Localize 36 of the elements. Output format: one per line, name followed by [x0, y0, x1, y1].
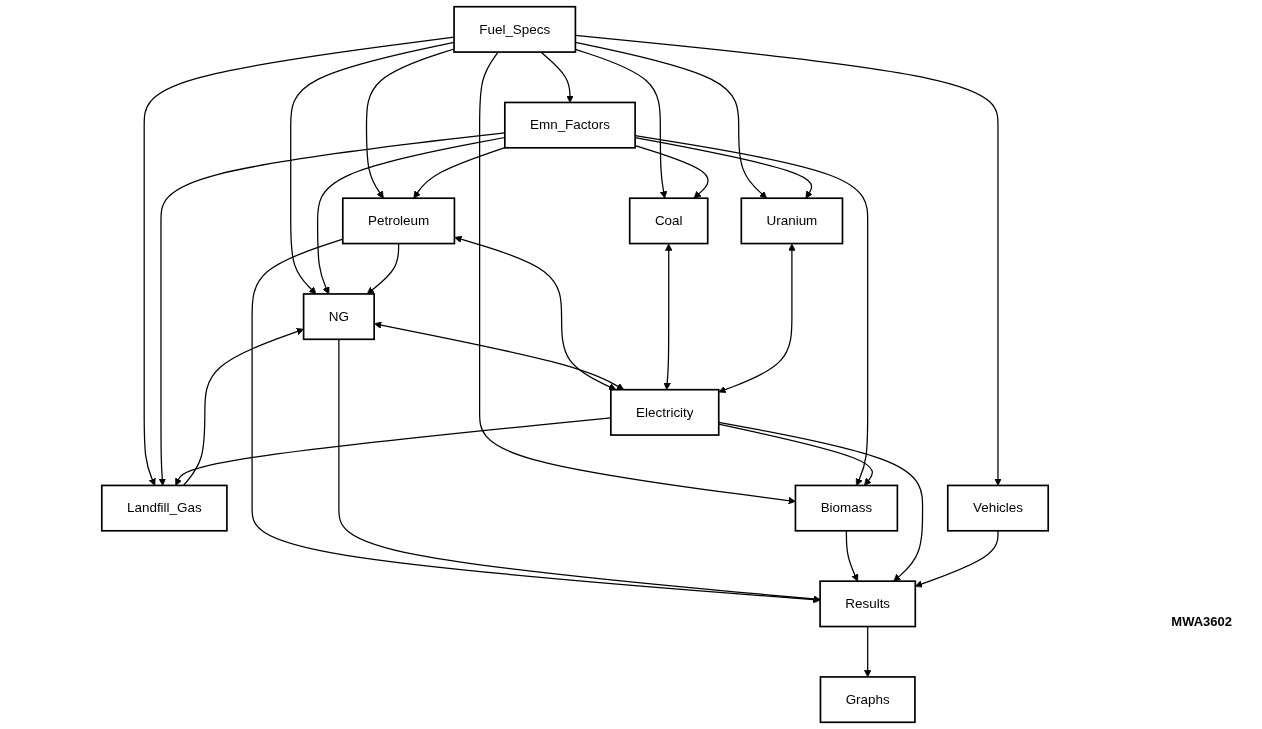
arrow: [634, 136, 813, 199]
node-box: Fuel_Specs: [453, 5, 577, 53]
node-box: Uranium: [740, 197, 844, 245]
arrow: [338, 338, 821, 603]
arrow: [540, 51, 574, 103]
node-box: Results: [819, 580, 917, 628]
arrow: [454, 235, 617, 391]
arrow: [663, 243, 673, 391]
node-box: Vehicles: [946, 484, 1050, 532]
node-box: Coal: [628, 197, 709, 245]
node-box: NG: [302, 293, 375, 341]
arrow: [374, 321, 625, 391]
arrow: [479, 51, 796, 505]
node-box: Graphs: [819, 676, 916, 724]
node-box: Petroleum: [341, 197, 456, 245]
arrow: [845, 530, 859, 582]
node-box: Biomass: [794, 484, 899, 532]
arrow: [718, 243, 796, 394]
arrow: [290, 41, 455, 295]
node-box: Electricity: [610, 388, 720, 436]
arrow: [143, 36, 455, 486]
arrow: [182, 328, 304, 487]
arrow: [251, 238, 821, 604]
arrow: [634, 145, 709, 199]
arrow: [158, 132, 506, 486]
arrow: [634, 135, 869, 486]
arrow: [718, 423, 874, 486]
figure-code: MWA3602: [1171, 614, 1232, 629]
node-box: Emn_Factors: [504, 101, 636, 149]
arrow: [365, 48, 455, 199]
arrow: [366, 242, 400, 295]
node-box: Landfill_Gas: [100, 484, 228, 532]
arrow: [718, 421, 924, 582]
arrow: [316, 136, 506, 295]
arrow: [413, 146, 506, 199]
arrow: [864, 625, 872, 678]
